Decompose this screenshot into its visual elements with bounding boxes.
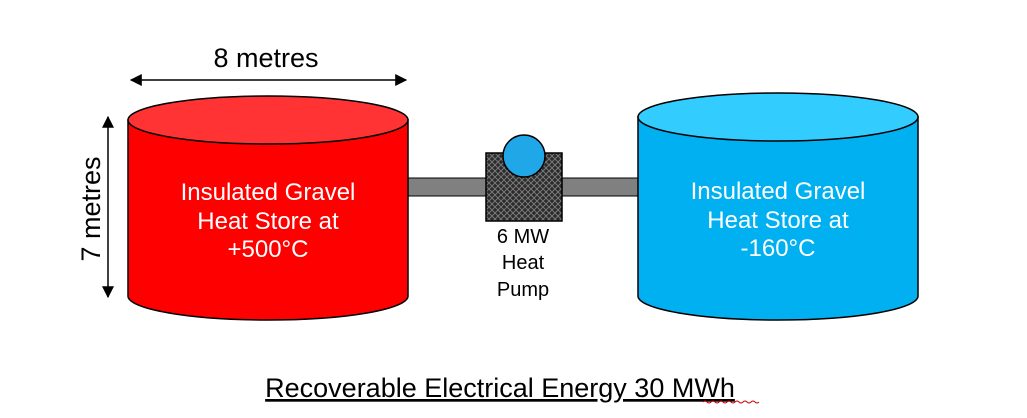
cold-store-label-line1: Insulated Gravel <box>691 178 866 205</box>
width-dimension-label: 8 metres <box>213 43 318 73</box>
cold-store-label-line2: Heat Store at <box>707 207 849 234</box>
energy-caption: Recoverable Electrical Energy 30 MWh <box>265 373 735 403</box>
hot-store-label-line1: Insulated Gravel <box>181 179 356 206</box>
hot-store-top <box>127 95 409 145</box>
hot-store-label-line2: Heat Store at <box>197 208 339 235</box>
hot-store-body <box>127 119 409 321</box>
caption-squiggle <box>702 400 760 404</box>
heat-pump-ball <box>502 134 546 178</box>
heat-pump-label-line1: 6 MW <box>497 226 549 248</box>
pipe-right <box>559 177 641 197</box>
hot-store-label-line3: +500°C <box>228 236 309 263</box>
heat-pump-label-line3: Pump <box>497 279 549 301</box>
height-dimension-label: 7 metres <box>76 156 106 261</box>
pipe-left <box>407 177 491 197</box>
heat-pump-label-line2: Heat <box>502 252 545 274</box>
cold-store-top <box>637 92 919 142</box>
cold-store-cylinder <box>637 92 919 321</box>
hot-store-cylinder <box>127 95 409 321</box>
cold-store-body <box>637 116 919 321</box>
cold-store-label-line3: -160°C <box>741 235 816 262</box>
